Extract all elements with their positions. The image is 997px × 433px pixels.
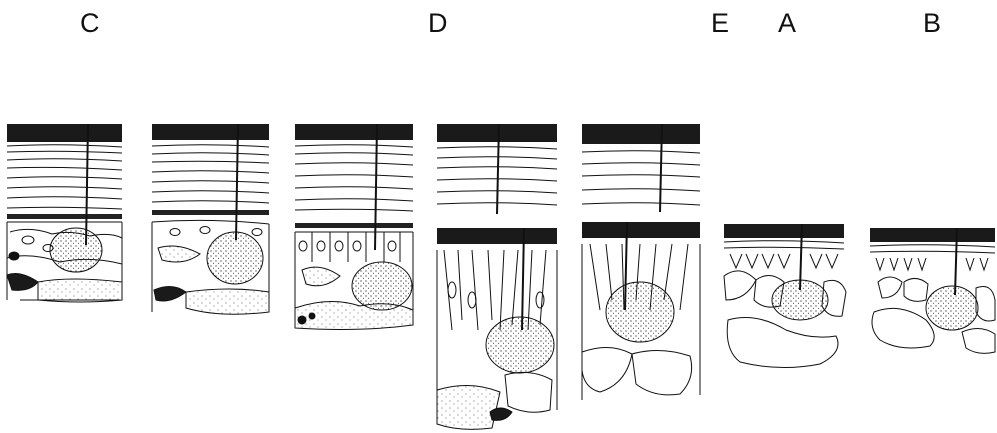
panel-7 bbox=[870, 228, 995, 353]
panel-6 bbox=[724, 224, 846, 368]
panel-1 bbox=[7, 124, 122, 302]
panel-2 bbox=[152, 124, 269, 314]
panel-5 bbox=[582, 124, 700, 400]
panel-3 bbox=[295, 124, 413, 329]
panel-4 bbox=[437, 124, 557, 429]
